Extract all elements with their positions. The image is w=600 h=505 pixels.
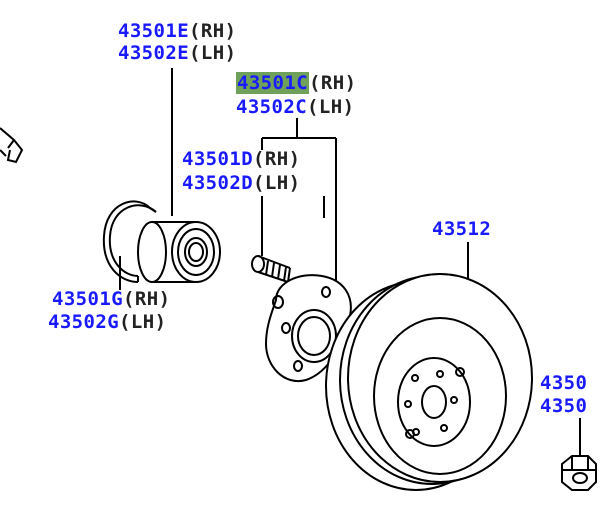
part-label-43502e-lh[interactable]: 43502E(LH): [118, 42, 236, 64]
part-number: 43512: [432, 218, 492, 240]
part-number: 43502G: [48, 311, 120, 333]
side-text: (LH): [189, 42, 237, 64]
part-number: 43502D: [182, 172, 254, 194]
part-label-43502g-lh[interactable]: 43502G(LH): [48, 311, 166, 333]
snap-ring-icon: [102, 200, 157, 283]
part-number: 43502C: [236, 96, 308, 118]
part-number-highlighted: 43501C: [236, 72, 310, 94]
part-number: 4350: [540, 395, 588, 417]
side-text: (RH): [253, 148, 301, 170]
side-text: (LH): [119, 311, 167, 333]
part-label-43501g-rh[interactable]: 43501G(RH): [52, 288, 170, 310]
part-number: 43501D: [182, 148, 254, 170]
part-number: 43501E: [118, 20, 190, 42]
side-text: (RH): [189, 20, 237, 42]
side-text: (LH): [307, 96, 355, 118]
part-label-nut-2[interactable]: 4350: [540, 395, 587, 417]
part-number: 43501G: [52, 288, 124, 310]
part-label-43512[interactable]: 43512: [432, 218, 491, 240]
hub-bolt-icon: [251, 255, 291, 283]
part-label-43501e-rh[interactable]: 43501E(RH): [118, 20, 236, 42]
axle-stub-icon: [0, 127, 24, 164]
side-text: (RH): [123, 288, 171, 310]
part-number: 4350: [540, 372, 588, 394]
leader-lines: [119, 68, 581, 456]
part-label-43501d-rh[interactable]: 43501D(RH): [182, 148, 300, 170]
part-number: 43502E: [118, 42, 190, 64]
side-text: (LH): [253, 172, 301, 194]
part-label-43502c-lh[interactable]: 43502C(LH): [236, 96, 354, 118]
part-label-43502d-lh[interactable]: 43502D(LH): [182, 172, 300, 194]
brake-disc-icon: [325, 273, 533, 491]
wheel-bearing-icon: [137, 221, 221, 283]
side-text: (RH): [309, 72, 357, 94]
hub-nut-icon: [561, 455, 597, 491]
part-label-43501c-rh[interactable]: 43501C(RH): [236, 72, 356, 94]
part-label-nut-1[interactable]: 4350: [540, 372, 587, 394]
